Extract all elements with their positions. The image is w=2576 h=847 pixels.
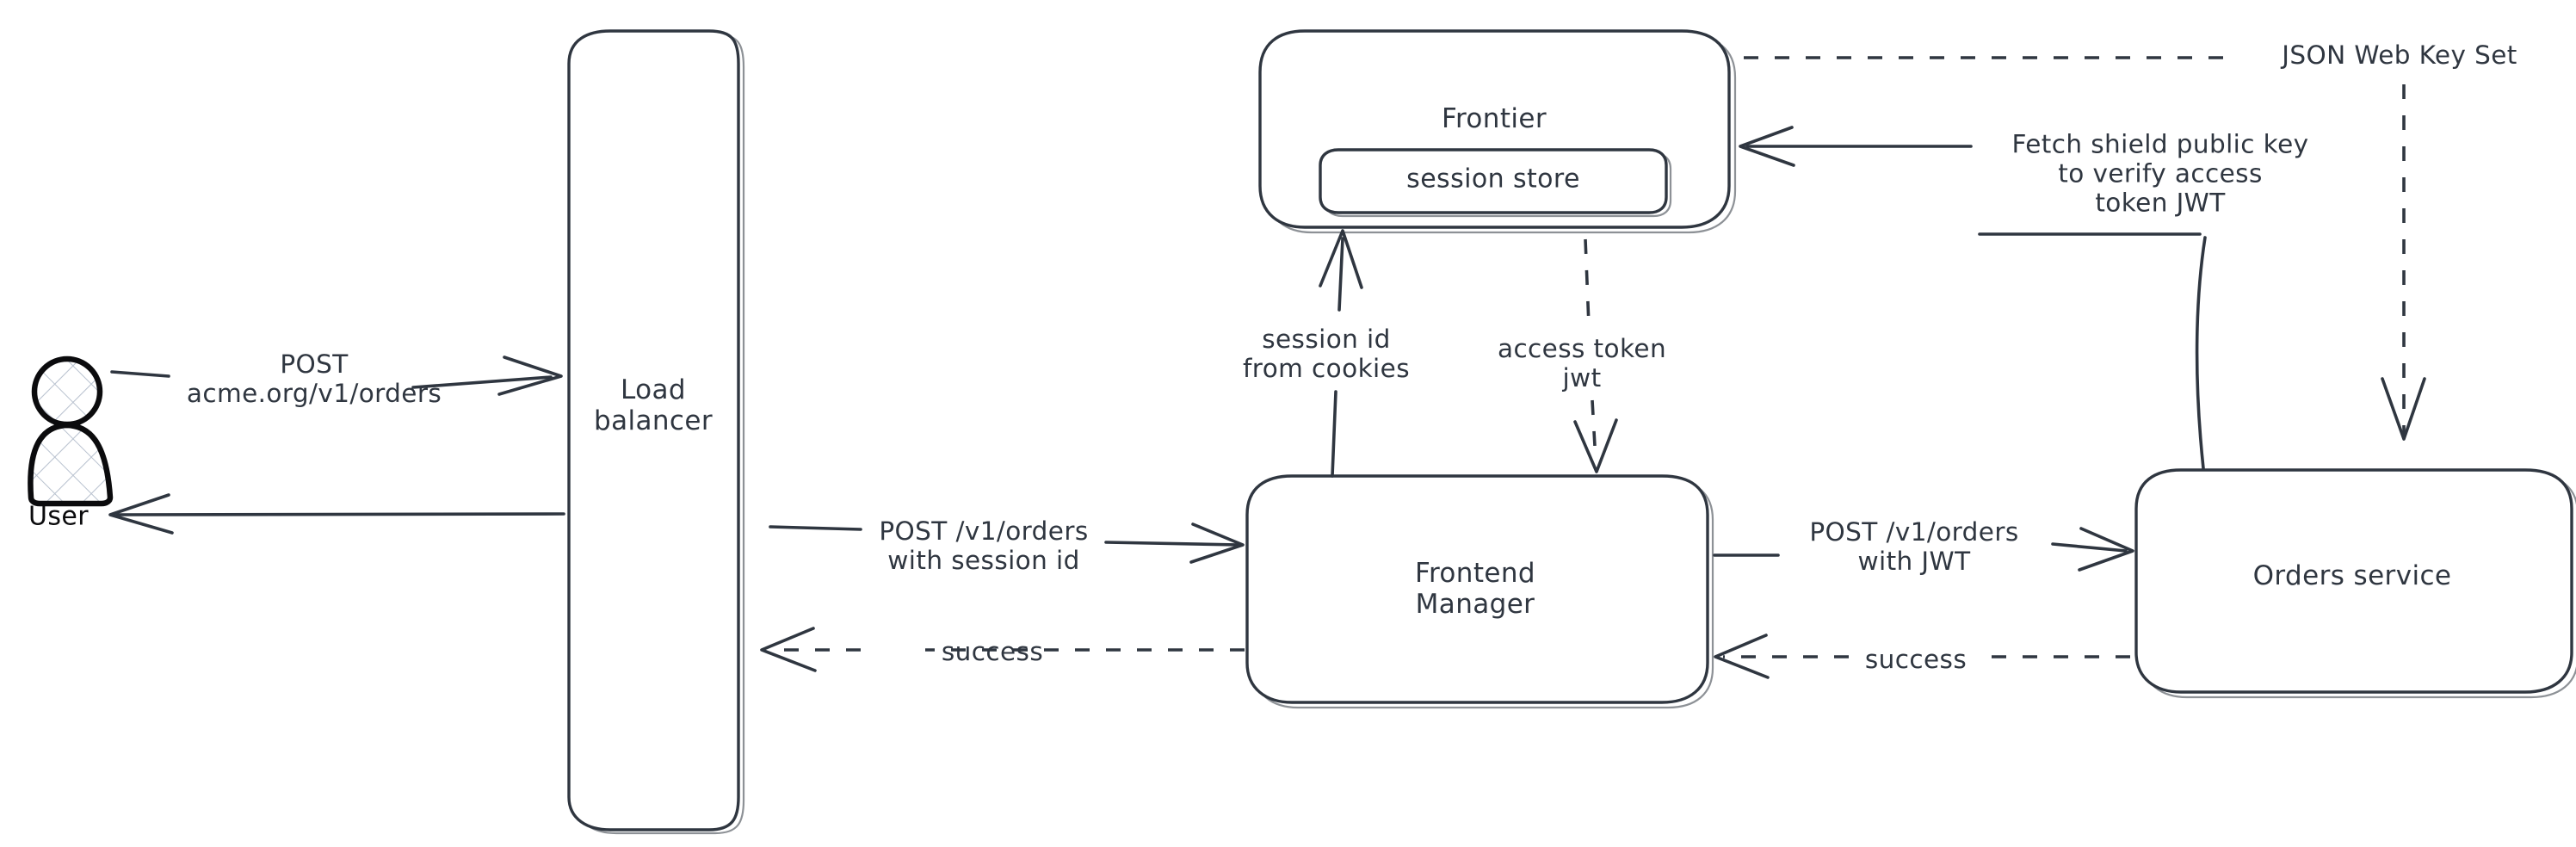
edge-lb-to-fm (769, 522, 1245, 564)
node-orders-service[interactable] (2134, 468, 2576, 699)
edge-fm-to-frontier (1319, 229, 1363, 478)
edge-fm-to-orders (1713, 527, 2134, 572)
edge-orders-to-frontier (1739, 126, 2207, 470)
edge-orders-to-fm (1714, 634, 2130, 679)
edge-frontier-to-fm (1573, 238, 1618, 473)
edge-fm-to-lb (760, 627, 1245, 672)
node-frontend-manager[interactable] (1245, 474, 1714, 709)
person-icon (28, 355, 114, 507)
edge-lb-to-user (108, 493, 565, 535)
node-session-store[interactable] (1319, 148, 1672, 218)
node-load-balancer[interactable] (567, 29, 745, 835)
edge-user-to-lb (110, 355, 563, 396)
edge-frontier-to-orders-jwks (1744, 56, 2426, 441)
